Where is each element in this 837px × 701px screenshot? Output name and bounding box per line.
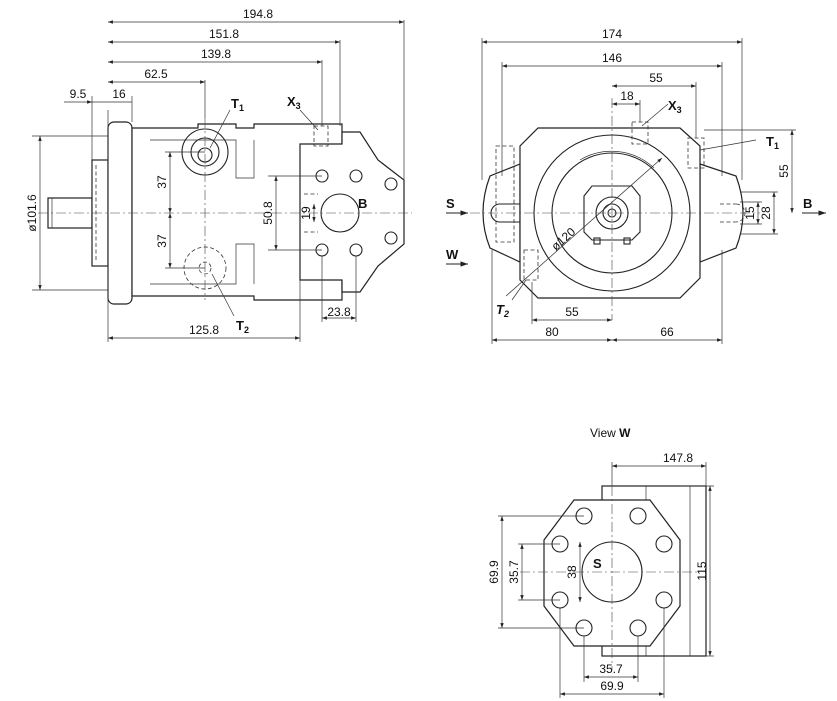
- dim-69-9-vertical: 69.9: [487, 560, 501, 584]
- label-x3-front: X3: [668, 98, 682, 115]
- dim-174: 174: [602, 27, 622, 41]
- side-view: 194.8 151.8 139.8 62.5 9.5 16 ø101.6 37 …: [25, 7, 412, 342]
- view-w-title: View W: [590, 426, 631, 440]
- dim-194-8: 194.8: [243, 7, 273, 21]
- label-t2: T2: [236, 318, 249, 335]
- dim-139-8: 139.8: [201, 47, 231, 61]
- dim-69-9-horizontal: 69.9: [600, 679, 624, 693]
- dim-28: 28: [759, 206, 773, 220]
- label-x3: X3: [287, 94, 301, 111]
- dim-35-7-vertical: 35.7: [507, 560, 521, 584]
- dim-38: 38: [565, 565, 579, 579]
- view-w: View W 1: [487, 426, 714, 698]
- dim-80: 80: [545, 325, 559, 339]
- dim-35-7-horizontal: 35.7: [599, 662, 623, 676]
- front-view: 174 146 55 18 55 15 28 ø120 55 80 66 X3 …: [446, 27, 826, 344]
- dim-115: 115: [695, 561, 709, 580]
- label-s: S: [446, 196, 455, 211]
- dim-19: 19: [299, 206, 313, 220]
- front-lug-right: [699, 163, 744, 263]
- dim-50-8: 50.8: [261, 201, 275, 225]
- dim-62-5: 62.5: [144, 67, 168, 81]
- dim-147-8: 147.8: [663, 451, 693, 465]
- dim-55-bottom: 55: [565, 305, 579, 319]
- dim-66: 66: [660, 325, 674, 339]
- label-t1: T1: [231, 96, 244, 113]
- dim-37-lower: 37: [155, 234, 169, 248]
- dim-9-5: 9.5: [70, 87, 87, 101]
- label-t2-front: T2: [496, 302, 509, 319]
- label-b-left: B: [358, 196, 367, 211]
- label-t1-front: T1: [766, 134, 779, 151]
- port-b-flange: [299, 131, 405, 293]
- pump-housing: [131, 123, 343, 301]
- label-w: W: [446, 247, 459, 262]
- dim-146: 146: [602, 51, 622, 65]
- dim-15: 15: [743, 206, 757, 220]
- dim-55-top: 55: [649, 71, 663, 85]
- dim-125-8: 125.8: [189, 323, 219, 337]
- dim-23-8: 23.8: [327, 305, 351, 319]
- dim-37-upper: 37: [155, 175, 169, 189]
- dim-151-8: 151.8: [209, 27, 239, 41]
- dim-diameter-101-6: ø101.6: [25, 194, 39, 232]
- dim-18: 18: [620, 89, 634, 103]
- dim-55-side: 55: [777, 164, 791, 178]
- dim-16: 16: [112, 87, 126, 101]
- label-s-view-w: S: [593, 556, 602, 571]
- label-b-right: B: [803, 196, 812, 211]
